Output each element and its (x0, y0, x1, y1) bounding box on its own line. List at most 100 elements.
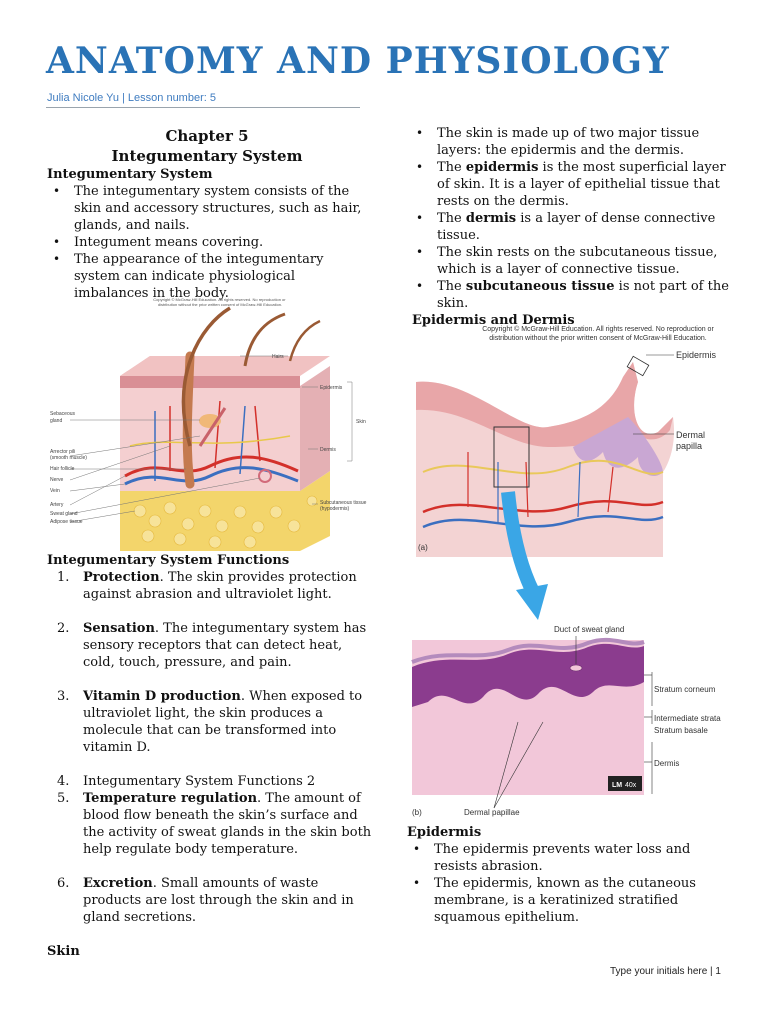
label-stratum-corneum: Stratum corneum (654, 685, 716, 694)
zoom-arrowhead (516, 584, 548, 620)
label-dermis: Dermis (654, 759, 679, 768)
sweat-duct (569, 664, 583, 672)
epidermis-section: Epidermis The epidermis prevents water l… (407, 824, 732, 926)
artery-vessel (422, 499, 664, 514)
label-papilla: papilla (676, 441, 702, 451)
list-number: 6. (57, 876, 70, 891)
epidermis-top (120, 356, 330, 376)
function-name: Excretion (83, 876, 153, 891)
label-subcutaneous: Subcutaneous tissue (320, 500, 367, 506)
function-text: . The amount of blood flow beneath the s… (83, 791, 372, 857)
label-nerve: Nerve (50, 477, 64, 483)
list-item: The skin rests on the subcutaneous tissu… (410, 244, 730, 278)
bullet-text: is not part of the skin. (437, 279, 729, 311)
list-item: The skin is made up of two major tissue … (410, 125, 730, 159)
epidermis-bullet-list: The epidermis prevents water loss and re… (407, 841, 732, 926)
bullet-text: The (437, 211, 466, 226)
fat-cells (133, 495, 318, 549)
capillaries (169, 400, 261, 471)
vein-vessel (422, 514, 664, 529)
functions-section: Integumentary System Functions 1. Protect… (47, 552, 372, 960)
label-smooth-muscle: (smooth muscle) (50, 455, 87, 461)
label-vein: Vein (50, 488, 60, 494)
label-panel-a: (a) (418, 543, 428, 552)
list-item: Integument means covering. (47, 234, 367, 251)
figure1-labels: Hairs Epidermis Skin Dermis Subcutaneous… (50, 354, 367, 525)
label-panel-b: (b) (412, 808, 422, 817)
label-sebaceous-gland: gland (50, 418, 62, 424)
artery-vessel (124, 455, 299, 478)
list-item: 2.Sensation. The integumentary system ha… (47, 620, 372, 671)
hair-shaft (181, 306, 231, 447)
dermis-side-face (300, 366, 330, 491)
list-number: 5. (57, 791, 70, 806)
function-text: . When exposed to ultraviolet light, the… (83, 689, 363, 755)
hair-follicle (182, 351, 195, 489)
figure1-copyright-line: Copyright © McGraw-Hill Education. All r… (153, 297, 286, 302)
left-column: Chapter 5 Integumentary System Integumen… (47, 126, 367, 302)
magnification-label: 40x (625, 782, 637, 789)
functions-list: 1. Protection. The skin provides protecti… (47, 569, 372, 926)
capillaries (467, 452, 614, 518)
list-item: The subcutaneous tissue is not part of t… (410, 278, 730, 312)
function-name: Protection (83, 570, 160, 585)
skin-structure-figure: Copyright © McGraw-Hill Education. All r… (50, 296, 380, 552)
label-dermis: Dermis (320, 447, 336, 453)
label-arrector-pili: Arrector pili (50, 449, 75, 455)
label-stratum-basale: Stratum basale (654, 726, 708, 735)
bullet-text: The (437, 279, 466, 294)
figure-heading-epidermis-dermis: Epidermis and Dermis (412, 313, 575, 328)
label-hair-follicle: Hair follicle (50, 466, 75, 472)
skin-bullet-list: The skin is made up of two major tissue … (410, 125, 730, 312)
function-name: Temperature regulation (83, 791, 258, 806)
magnified-region-box (493, 426, 530, 488)
label-duct: Duct of sweat gland (554, 625, 624, 634)
function-text: Integumentary System Functions 2 (83, 774, 316, 789)
venules (154, 405, 246, 481)
epidermis-tissue (416, 362, 673, 447)
list-item: The appearance of the integumentary syst… (47, 251, 367, 302)
papillary-ridges (573, 417, 663, 477)
epidermis-bracket (626, 355, 650, 377)
function-text: . The integumentary system has sensory r… (83, 621, 367, 670)
bullet-term: subcutaneous tissue (465, 279, 615, 294)
function-text: . The skin provides protection against a… (83, 570, 357, 602)
intro-bullet-list: The integumentary system consists of the… (47, 183, 367, 302)
label-dermal: Dermal (676, 430, 705, 440)
figure1-copyright: Copyright © McGraw-Hill Education. All r… (153, 297, 286, 307)
list-number: 1. (57, 570, 70, 585)
list-number: 3. (57, 689, 70, 704)
function-name: Sensation (83, 621, 155, 636)
section-heading-integumentary: Integumentary System (47, 167, 213, 182)
bullet-text: is a layer of dense connective tissue. (437, 211, 716, 243)
stratum-corneum-band (411, 637, 645, 664)
label-hypodermis: (hypodermis) (320, 506, 350, 512)
label-sweat-gland: Sweat gland (50, 511, 78, 517)
page-footer: Type your initials here | 1 (610, 966, 721, 977)
label-artery: Artery (50, 502, 64, 508)
list-item: 4.Integumentary System Functions 2 (47, 773, 372, 790)
right-column: The skin is made up of two major tissue … (410, 125, 730, 329)
skin-heading: Skin (47, 944, 80, 959)
list-item: 1. Protection. The skin provides protecti… (47, 569, 372, 603)
function-text: . Small amounts of waste products are lo… (83, 876, 354, 925)
venules (497, 461, 581, 522)
label-hairs: Hairs (272, 354, 284, 360)
bullet-term: dermis (465, 211, 517, 226)
hair-shaft (243, 312, 286, 367)
nerve-fiber (422, 459, 664, 475)
list-item: 3.Vitamin D production. When exposed to … (47, 688, 372, 756)
magnification-box (608, 776, 642, 791)
figure2-copyright-2: distribution without the prior written c… (489, 335, 707, 342)
label-dermal-papillae: Dermal papillae (464, 808, 520, 817)
epidermis-layer (120, 376, 300, 388)
label-intermediate: Intermediate strata (654, 714, 721, 723)
zoom-arrow (501, 491, 540, 596)
list-item: 6. Excretion. Small amounts of waste prod… (47, 875, 372, 926)
chapter-number: Chapter 5 (165, 127, 249, 145)
nerve-fiber (129, 435, 291, 447)
label-adipose: Adipose tissue (50, 519, 83, 525)
list-item: The integumentary system consists of the… (47, 183, 367, 234)
functions-heading: Integumentary System Functions (47, 553, 290, 568)
list-item: The epidermis is the most superficial la… (410, 159, 730, 210)
